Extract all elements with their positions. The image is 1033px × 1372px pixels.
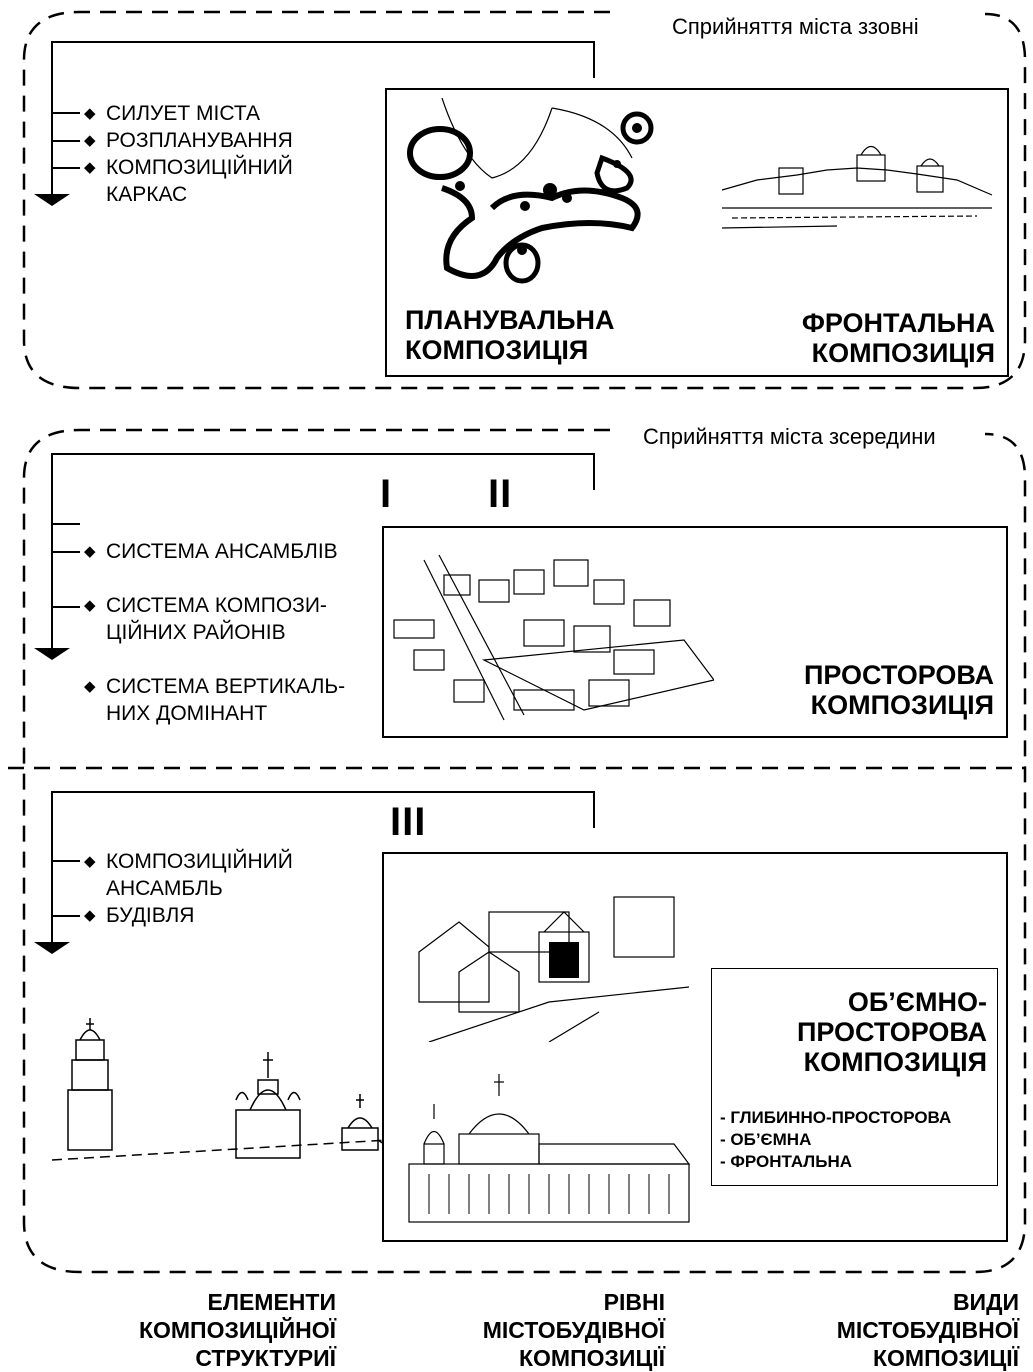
top-arrow-head xyxy=(34,194,70,206)
list-item: СИСТЕМА ВЕРТИКАЛЬ- НИХ ДОМІНАНТ xyxy=(84,673,345,727)
volumetric-label-line: ОБ’ЄМНО- xyxy=(847,987,987,1017)
middle-region-border xyxy=(22,428,1027,1274)
outside-perception-caption: Сприйняття міста ззовні xyxy=(672,14,919,39)
top-region-border xyxy=(22,10,1027,390)
district-axonometric-sketch xyxy=(393,554,714,721)
list-item: КОМПОЗИЦІЙНИЙ АНСАМБЛЬ xyxy=(84,848,336,902)
spatial-composition-panel: ПРОСТОРОВА КОМПОЗИЦІЯ xyxy=(382,526,1008,738)
level-iii-label: III xyxy=(390,800,427,844)
level-ii-label: II xyxy=(488,472,513,516)
planning-label-line: КОМПОЗИЦІЯ xyxy=(405,335,589,365)
footer-heading-line: МІСТОБУДІВНОЇ xyxy=(836,1317,1019,1343)
footer-heading-line: СТРУКТУРИЇ xyxy=(195,1345,336,1371)
level-i-label: I xyxy=(380,472,393,516)
footer-heading-line: РІВНІ xyxy=(603,1289,665,1315)
subtype-item: - ОБ’ЄМНА xyxy=(720,1130,812,1149)
volumetric-label-line: КОМПОЗИЦІЯ xyxy=(803,1047,987,1077)
middle-elements-list: СИСТЕМА АНСАМБЛІВ СИСТЕМА КОМПОЗИ- ЦІЙНИ… xyxy=(84,511,345,754)
volumetric-types-box: ОБ’ЄМНО- ПРОСТОРОВА КОМПОЗИЦІЯ - ГЛИБИНН… xyxy=(711,968,998,1186)
list-item: СИЛУЕТ МІСТА xyxy=(84,100,326,127)
footer-elements-heading: ЕЛЕМЕНТИ КОМПОЗИЦІЙНОЇ СТРУКТУРИЇ xyxy=(139,1288,336,1372)
frontal-composition-label: ФРОНТАЛЬНА КОМПОЗИЦІЯ xyxy=(802,308,995,368)
planning-label-line: ПЛАНУВАЛЬНА xyxy=(405,305,615,335)
middle-arrow-head xyxy=(34,648,70,660)
city-plan-sketch xyxy=(407,98,654,284)
composition-subtypes: - ГЛИБИННО-ПРОСТОРОВА - ОБ’ЄМНА - ФРОНТА… xyxy=(720,1107,951,1173)
frontal-label-line: ФРОНТАЛЬНА xyxy=(801,308,995,338)
footer-heading-line: КОМПОЗИЦІЙНОЇ xyxy=(138,1317,336,1343)
subtype-item: - ФРОНТАЛЬНА xyxy=(720,1152,853,1171)
list-item: РОЗПЛАНУВАННЯ xyxy=(84,127,326,154)
footer-heading-line: ЕЛЕМЕНТИ xyxy=(207,1289,336,1315)
footer-heading-line: КОМПОЗИЦІЇ xyxy=(519,1345,665,1371)
lower-elements-list: КОМПОЗИЦІЙНИЙ АНСАМБЛЬ БУДІВЛЯ xyxy=(84,848,336,929)
inside-perception-caption: Сприйняття міста зсередини xyxy=(643,424,936,449)
city-skyline-sketch xyxy=(721,145,993,229)
lower-arrow-head xyxy=(34,942,70,954)
frontal-label-line: КОМПОЗИЦІЯ xyxy=(811,338,995,368)
volumetric-composition-label: ОБ’ЄМНО- ПРОСТОРОВА КОМПОЗИЦІЯ xyxy=(797,987,987,1077)
spatial-composition-label: ПРОСТОРОВА КОМПОЗИЦІЯ xyxy=(804,660,994,720)
outside-compositions-panel: ПЛАНУВАЛЬНА КОМПОЗИЦІЯ ФРОНТАЛЬНА КОМПОЗ… xyxy=(385,88,1009,377)
lower-bracket xyxy=(51,791,595,946)
footer-heading-line: КОМПОЗИЦІЇ xyxy=(873,1345,1019,1371)
church-silhouette-illustration xyxy=(51,1018,391,1161)
footer-levels-heading: РІВНІ МІСТОБУДІВНОЇ КОМПОЗИЦІЇ xyxy=(483,1288,665,1372)
footer-types-heading: ВИДИ МІСТОБУДІВНОЇ КОМПОЗИЦІЇ xyxy=(837,1288,1019,1372)
footer-heading-line: МІСТОБУДІВНОЇ xyxy=(482,1317,665,1343)
church-facade-sketch xyxy=(408,1074,691,1223)
footer-heading-line: ВИДИ xyxy=(952,1289,1019,1315)
list-item: БУДІВЛЯ xyxy=(84,902,336,929)
planning-composition-label: ПЛАНУВАЛЬНА КОМПОЗИЦІЯ xyxy=(405,305,614,365)
top-elements-list: СИЛУЕТ МІСТА РОЗПЛАНУВАННЯ КОМПОЗИЦІЙНИЙ… xyxy=(84,100,326,208)
subtype-item: - ГЛИБИННО-ПРОСТОРОВА xyxy=(720,1108,952,1127)
spatial-label-line: ПРОСТОРОВА xyxy=(803,660,994,690)
list-item: КОМПОЗИЦІЙНИЙ КАРКАС xyxy=(84,154,326,208)
list-item: СИСТЕМА КОМПОЗИ- ЦІЙНИХ РАЙОНІВ xyxy=(84,592,345,646)
volumetric-label-line: ПРОСТОРОВА xyxy=(796,1017,987,1047)
top-bracket xyxy=(51,41,595,198)
building-axonometric-sketch xyxy=(418,896,690,1042)
volumetric-composition-panel: ОБ’ЄМНО- ПРОСТОРОВА КОМПОЗИЦІЯ - ГЛИБИНН… xyxy=(382,852,1008,1242)
list-item: СИСТЕМА АНСАМБЛІВ xyxy=(84,538,345,565)
spatial-label-line: КОМПОЗИЦІЯ xyxy=(810,690,994,720)
